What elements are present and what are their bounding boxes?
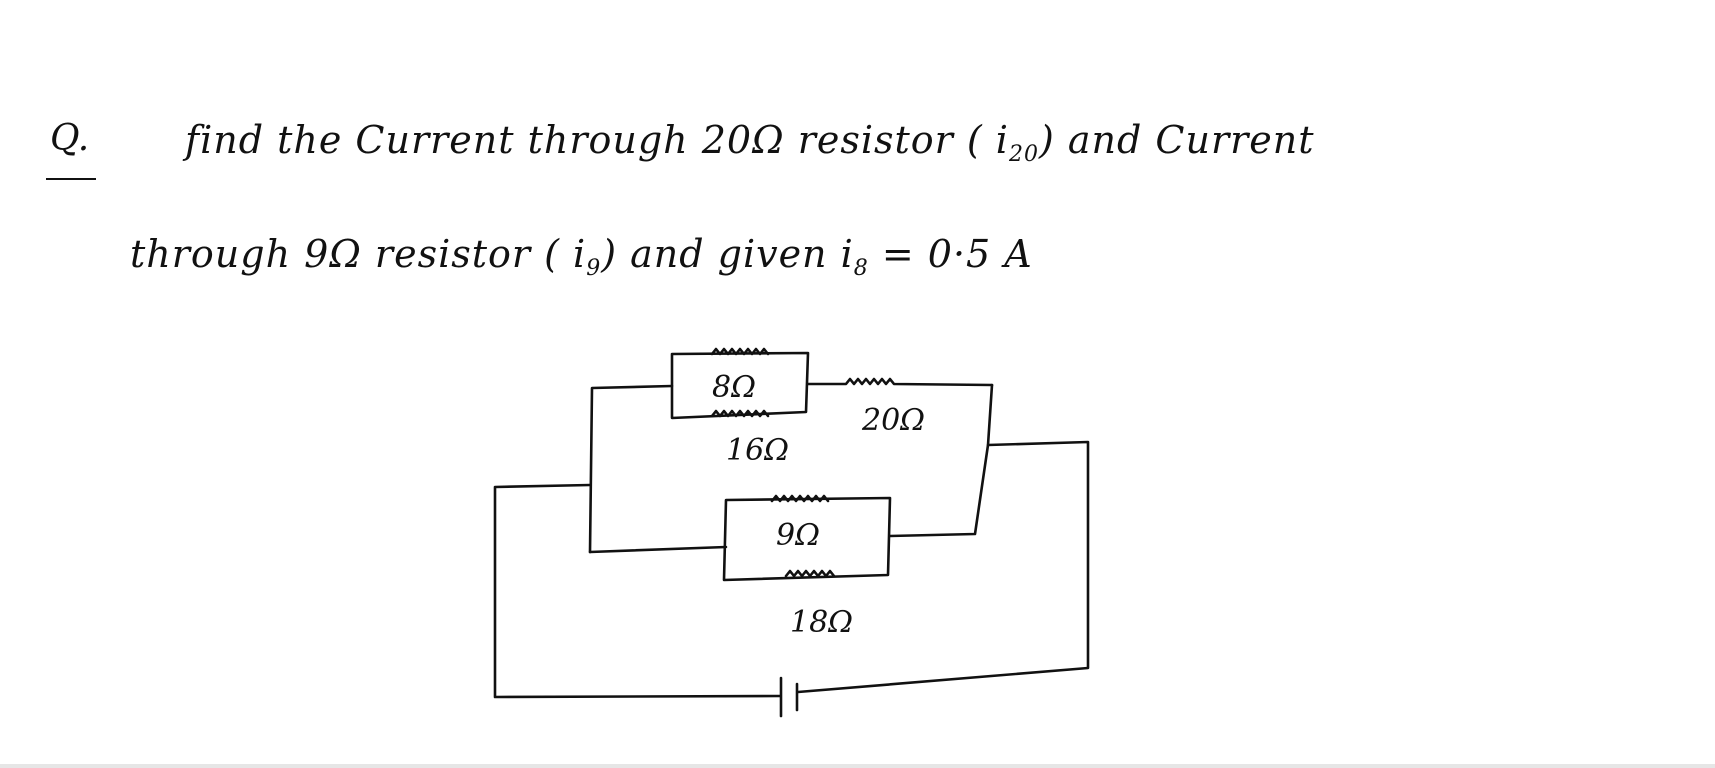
line2-unit: Ω [329,232,362,276]
r20-label: 20Ω [861,403,925,438]
question-label-underline [46,178,96,180]
question-line-1: find the Current through 20Ω resistor ( … [185,118,1315,167]
left-vertical-wire [588,384,674,554]
line1-prefix: find the Current through 20 [185,118,753,162]
r8-r16-parallel-box [670,351,810,420]
line2-mid2: ) and given i [601,232,854,276]
line2-subscript-9: 9 [586,256,602,281]
line2-prefix: through 9 [130,232,330,276]
line1-unit: Ω [752,118,785,162]
r9-label: 9Ω [776,518,820,553]
r9-r18-parallel-box [722,496,892,582]
r16-zigzag [710,409,770,418]
outer-loop-wire [493,440,1090,699]
line1-mid: resistor ( i [784,118,1009,162]
line1-subscript: 20 [1008,142,1039,167]
lower-left-wire [588,545,728,554]
r18-zigzag [784,569,836,578]
r8-zigzag [710,347,770,356]
right-vertical-wire [888,383,994,538]
question-line-2: through 9Ω resistor ( i9) and given i8 =… [130,232,1033,281]
r8-label: 8Ω [712,370,756,405]
question-label: Q. [50,118,90,159]
r20-wire [806,377,994,387]
r9-zigzag [770,494,830,503]
r18-label: 18Ω [790,605,853,640]
line2-subscript-8: 8 [853,256,869,281]
line2-suffix: = 0·5 A [868,232,1033,276]
r16-label: 16Ω [726,433,789,468]
bottom-divider [0,764,1715,768]
line1-suffix: ) and Current [1038,118,1315,162]
line2-mid: resistor ( i [361,232,587,276]
